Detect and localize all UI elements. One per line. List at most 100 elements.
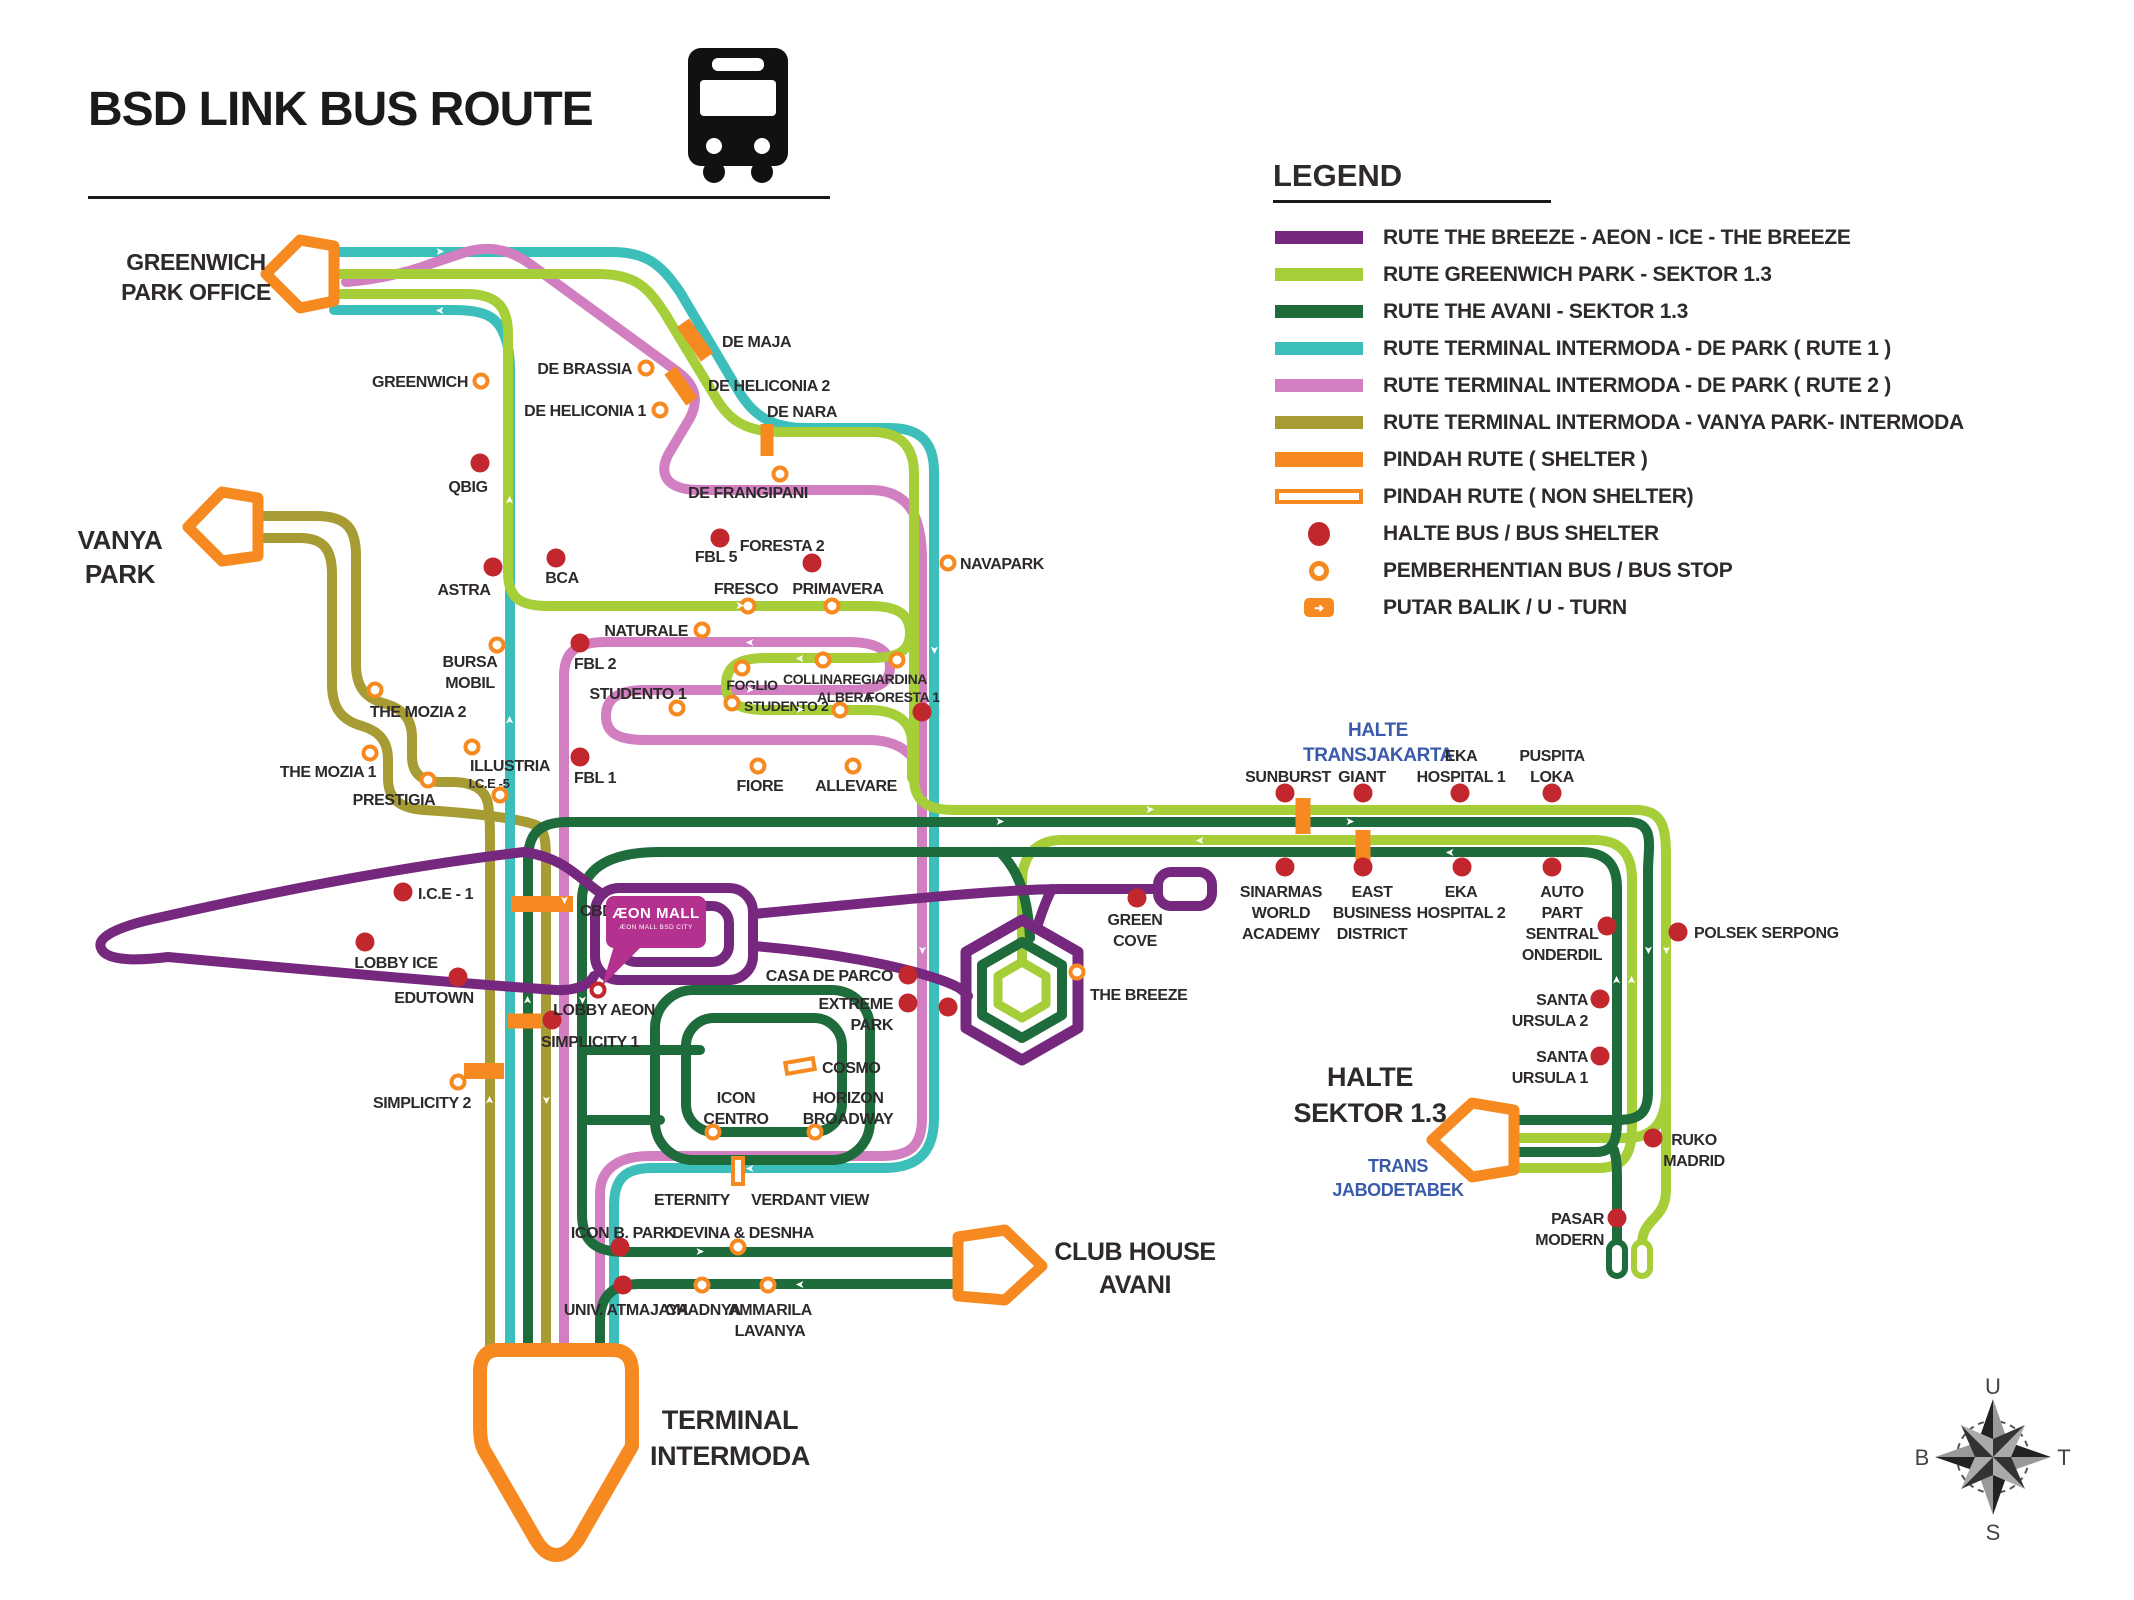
station-marker-casa-de-parco bbox=[898, 965, 918, 985]
station-label-fiore: FIORE bbox=[736, 777, 784, 795]
station-label-greenwich: GREENWICH bbox=[372, 373, 468, 391]
station-marker-puspita-loka bbox=[1542, 783, 1562, 803]
station-marker-giant bbox=[1353, 783, 1373, 803]
pindah-rute-eternity bbox=[731, 1156, 745, 1186]
svg-text:B: B bbox=[1915, 1445, 1930, 1470]
legend-item-label: RUTE THE BREEZE - AEON - ICE - THE BREEZ… bbox=[1383, 225, 1851, 249]
ring_orange-swatch bbox=[1273, 560, 1365, 581]
club-house-avani-terminal bbox=[952, 1224, 1048, 1306]
route-avani-line bbox=[1609, 1145, 1622, 1251]
station-marker-lobby-ice bbox=[355, 932, 375, 952]
route-breeze-aeon-ice-line bbox=[748, 941, 973, 1001]
station-label-verdant-view: VERDANT VIEW bbox=[751, 1191, 869, 1209]
station-marker-foresta-2 bbox=[802, 553, 822, 573]
station-marker-ammarila-lavanya bbox=[759, 1276, 777, 1294]
legend-underline bbox=[1273, 200, 1551, 203]
bar-swatch bbox=[1273, 268, 1365, 281]
station-marker-ruko-madrid bbox=[1643, 1128, 1663, 1148]
station-marker-icon-b-park bbox=[610, 1237, 630, 1257]
route-de-park-1-line bbox=[329, 247, 939, 1357]
icon-centro-loop bbox=[577, 1045, 705, 1125]
svg-text:S: S bbox=[1986, 1520, 2001, 1545]
legend-item: PEMBERHENTIAN BUS / BUS STOP bbox=[1273, 552, 1964, 589]
station-marker-chadnya bbox=[693, 1276, 711, 1294]
station-label-sunburst: SUNBURST bbox=[1245, 768, 1331, 786]
station-label-cbd: CBD bbox=[580, 902, 614, 920]
pindah-rute-de-nara bbox=[760, 424, 774, 456]
station-label-polsek-serpong: POLSEK SERPONG bbox=[1694, 924, 1839, 942]
station-label-casa-de-parco: CASA DE PARCO bbox=[765, 967, 894, 985]
station-label-collinare: COLLINARE bbox=[782, 671, 862, 687]
pindah-rute-simplicity-2 bbox=[464, 1063, 504, 1079]
svg-text:U: U bbox=[1985, 1374, 2001, 1399]
station-marker-simplicity-2 bbox=[449, 1073, 467, 1091]
station-marker-polsek-serpong bbox=[1668, 922, 1688, 942]
station-label-ice-1: I.C.E - 1 bbox=[418, 885, 474, 903]
route-de-park-2-line bbox=[559, 637, 927, 1357]
pasar-modern-uturn bbox=[1631, 1239, 1653, 1279]
legend-item-label: PUTAR BALIK / U - TURN bbox=[1383, 595, 1627, 619]
legend-item: RUTE TERMINAL INTERMODA - VANYA PARK- IN… bbox=[1273, 404, 1964, 441]
station-label-bca: BCA bbox=[545, 569, 579, 587]
aeon-mall-badge: ÆON MALL ÆON MALL BSD CITY bbox=[606, 896, 706, 948]
legend-item-label: RUTE TERMINAL INTERMODA - DE PARK ( RUTE… bbox=[1383, 373, 1891, 397]
pindah-rute-simplicity-1 bbox=[508, 1013, 542, 1029]
station-marker-navapark bbox=[939, 554, 957, 572]
station-marker-ice-5 bbox=[491, 786, 509, 804]
route-breeze-aeon-ice-line bbox=[748, 884, 1163, 919]
aeon-loop bbox=[590, 883, 758, 985]
station-label-de-heliconia-2: DE HELICONIA 2 bbox=[708, 377, 830, 395]
station-marker-the-mozia-2 bbox=[366, 681, 384, 699]
the-breeze-middle-loop bbox=[977, 937, 1067, 1043]
route-avani-line bbox=[595, 1279, 961, 1357]
station-label-fbl-1: FBL 1 bbox=[574, 769, 617, 787]
station-marker-de-frangipani bbox=[771, 465, 789, 483]
legend-item-label: RUTE GREENWICH PARK - SEKTOR 1.3 bbox=[1383, 262, 1772, 286]
station-marker-univ-atmajaya bbox=[613, 1275, 633, 1295]
route-avani-line bbox=[577, 847, 1622, 1257]
station-marker-fiore bbox=[749, 757, 767, 775]
station-label-giardina: GIARDINA bbox=[860, 671, 928, 687]
station-marker-eka-hospital-2 bbox=[1452, 857, 1472, 877]
route-greenwich-park-line bbox=[1637, 1095, 1671, 1249]
legend-rows: RUTE THE BREEZE - AEON - ICE - THE BREEZ… bbox=[1273, 219, 1964, 626]
legend-item: ➜ PUTAR BALIK / U - TURN bbox=[1273, 589, 1964, 626]
station-label-studento-1: STUDENTO 1 bbox=[589, 685, 687, 703]
station-label-lobby-ice: LOBBY ICE bbox=[354, 954, 438, 972]
station-marker-east-business-district bbox=[1353, 857, 1373, 877]
legend-item-label: HALTE BUS / BUS SHELTER bbox=[1383, 521, 1659, 545]
uturn-swatch: ➜ bbox=[1273, 598, 1365, 617]
station-label-allevare: ALLEVARE bbox=[815, 777, 897, 795]
the-breeze-outer-loop bbox=[960, 914, 1084, 1066]
bar-swatch bbox=[1273, 416, 1365, 429]
station-label-prestigia: PRESTIGIA bbox=[352, 791, 436, 809]
station-marker-extreme-park bbox=[898, 993, 918, 1013]
route-greenwich-park-line bbox=[329, 289, 917, 783]
dot_red-swatch bbox=[1273, 521, 1365, 546]
bar-swatch bbox=[1273, 379, 1365, 392]
route-greenwich-park-line bbox=[329, 269, 1671, 1143]
station-label-the-mozia-2: THE MOZIA 2 bbox=[369, 703, 467, 721]
station-marker-fresco bbox=[739, 597, 757, 615]
route-breeze-aeon-ice-line bbox=[1033, 884, 1057, 929]
route-breeze-aeon-ice-line bbox=[95, 847, 607, 996]
legend-item-label: PEMBERHENTIAN BUS / BUS STOP bbox=[1383, 558, 1733, 582]
station-marker-icon-centro bbox=[704, 1123, 722, 1141]
legend-item: RUTE GREENWICH PARK - SEKTOR 1.3 bbox=[1273, 256, 1964, 293]
greenwich-park-office-terminal bbox=[260, 234, 340, 314]
station-marker-bca bbox=[546, 548, 566, 568]
station-marker-greenwich bbox=[472, 372, 490, 390]
station-marker-devina-desnha bbox=[729, 1238, 747, 1256]
compass-rose: U S B T bbox=[1915, 1374, 2071, 1545]
station-label-lobby-aeon: LOBBY AEON bbox=[553, 1001, 655, 1019]
station-marker-foresta-1 bbox=[912, 702, 932, 722]
pindah-rute-sunburst-giant bbox=[1295, 798, 1311, 834]
